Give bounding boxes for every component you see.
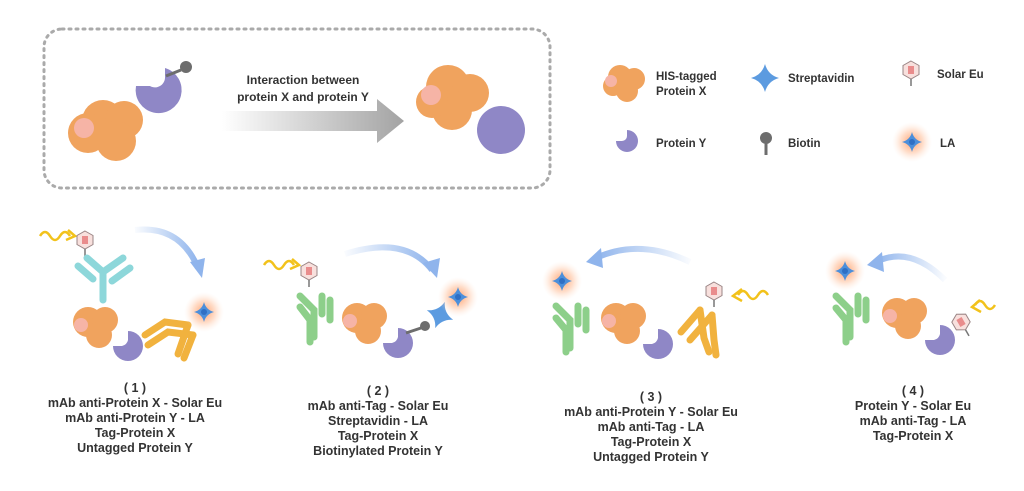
caption-line: mAb anti-Tag - Solar Eu (307, 399, 449, 413)
legend-his-tagged-label-2: Protein X (656, 86, 707, 98)
antibody-cyan (74, 254, 134, 304)
antibody-orange (141, 318, 197, 362)
caption-line: Tag-Protein X (872, 429, 954, 443)
assay-3-illustration (542, 245, 770, 359)
caption-line: mAb anti-Tag - LA (597, 420, 705, 434)
caption-line: Tag-Protein X (94, 426, 176, 440)
assay-4-caption: ( 4 ) Protein Y - Solar Eu mAb anti-Tag … (798, 384, 1024, 444)
caption-line: Streptavidin - LA (327, 414, 428, 428)
caption-line: Protein Y - Solar Eu (854, 399, 972, 413)
legend-la-label: LA (940, 138, 955, 150)
la-label-icon (825, 251, 865, 291)
caption-line: Biotinylated Protein Y (313, 444, 443, 458)
interaction-label-line-2: protein X and protein Y (237, 90, 369, 104)
solar-eu-label-icon (705, 281, 723, 308)
top-interaction-panel: Interaction between protein X and protei… (42, 27, 552, 190)
antibody-green (832, 292, 870, 346)
assay-2-caption: ( 2 ) mAb anti-Tag - Solar Eu Streptavid… (263, 384, 493, 459)
legend-protein-y-label: Protein Y (656, 138, 707, 150)
caption-line: mAb anti-Protein Y - LA (65, 411, 205, 425)
legend-streptavidin-label: Streptavidin (788, 73, 854, 85)
caption-line: mAb anti-Protein Y - Solar Eu (564, 405, 738, 419)
legend-protein-y-icon (616, 130, 638, 152)
excitation-light-icon (38, 230, 72, 242)
protein-y-biotinylated (135, 61, 192, 114)
caption-line: Tag-Protein X (610, 435, 692, 449)
legend-la-icon (892, 122, 932, 162)
legend-solar-eu-label: Solar Eu (937, 69, 984, 81)
caption-line: mAb anti-Tag - LA (859, 414, 967, 428)
assay-1-caption: ( 1 ) mAb anti-Protein X - Solar Eu mAb … (20, 381, 250, 456)
energy-transfer-arrow (594, 245, 692, 265)
protein-x-y-complex (416, 65, 525, 154)
assay-number: ( 1 ) (123, 381, 147, 395)
antibody-green (296, 292, 334, 346)
caption-line: Untagged Protein Y (593, 450, 709, 464)
legend-streptavidin-icon (751, 64, 779, 92)
caption-line: mAb anti-Protein X - Solar Eu (47, 396, 223, 410)
assay-4-illustration (825, 251, 997, 355)
energy-transfer-arrow (134, 226, 201, 270)
antibody-orange (677, 306, 720, 359)
excitation-light-icon (262, 259, 296, 271)
caption-line: Untagged Protein Y (77, 441, 193, 455)
energy-transfer-arrow (874, 253, 948, 283)
assay-1-illustration (38, 226, 224, 362)
antibody-green (552, 302, 590, 356)
caption-line: Tag-Protein X (337, 429, 419, 443)
excitation-light-icon (736, 289, 770, 301)
assay-number: ( 2 ) (366, 384, 390, 398)
la-label-icon (542, 261, 582, 301)
legend-his-tagged-label-1: HIS-tagged (656, 71, 717, 83)
assay-3-caption: ( 3 ) mAb anti-Protein Y - Solar Eu mAb … (536, 390, 766, 465)
la-label-icon (438, 277, 478, 317)
solar-eu-label-icon (300, 261, 318, 288)
interaction-arrow (222, 99, 404, 143)
legend: HIS-tagged Protein X Streptavidin Solar … (603, 60, 984, 162)
interaction-label-line-1: Interaction between (247, 73, 360, 87)
energy-transfer-arrow (344, 244, 435, 272)
legend-biotin-icon (760, 132, 772, 155)
biotin-icon (405, 321, 430, 335)
legend-his-tagged-protein-x-icon (603, 65, 645, 102)
la-label-icon (184, 292, 224, 332)
legend-biotin-label: Biotin (788, 138, 821, 150)
assay-number: ( 4 ) (901, 384, 925, 398)
protein-x-separated (68, 100, 143, 161)
dotted-frame (42, 27, 552, 190)
legend-solar-eu-icon (902, 60, 920, 87)
assay-number: ( 3 ) (639, 390, 663, 404)
assay-2-illustration (262, 244, 478, 358)
solar-eu-label-icon (76, 230, 94, 257)
